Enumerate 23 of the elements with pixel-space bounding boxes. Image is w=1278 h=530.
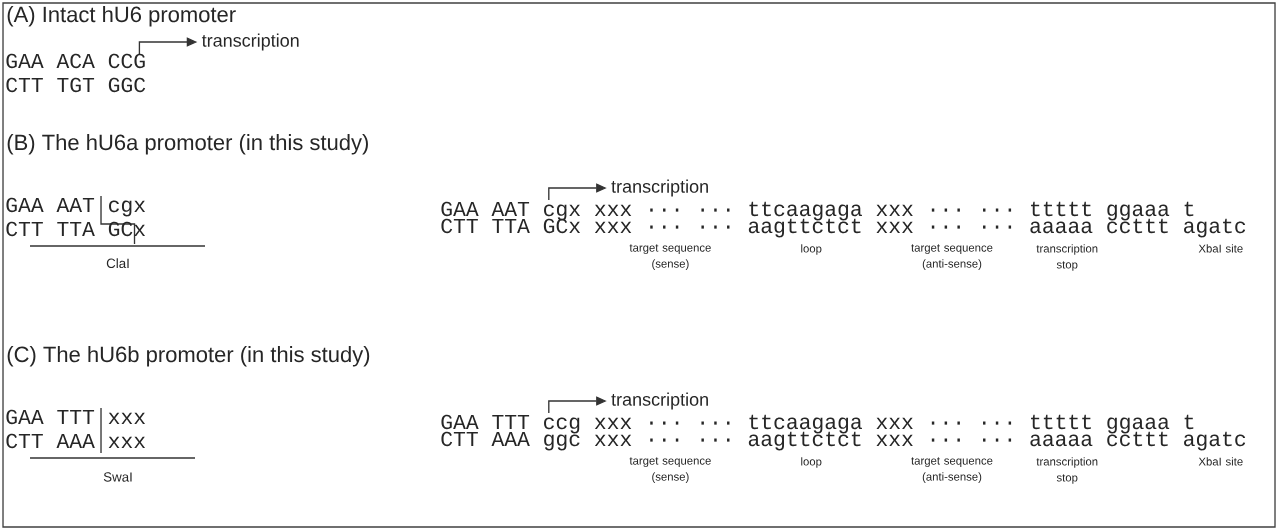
annotation-text: XbaI site: [1198, 244, 1243, 253]
annotation-text: transcription stop: [1036, 457, 1098, 484]
transcription-label: transcription: [611, 179, 708, 197]
transcription-label: transcription: [201, 33, 299, 51]
sequence-text: GAA ACA CCG: [6, 53, 145, 69]
annotation-text: XbaI site: [1198, 457, 1243, 466]
sequence-text: CTT AAA xxx: [6, 433, 146, 449]
enzyme-label: ClaI: [106, 258, 129, 269]
annotation-text: target sequence (sense): [629, 457, 711, 483]
annotation-text: loop: [801, 457, 822, 468]
transcription-label: transcription: [611, 392, 708, 410]
annotation-text: target sequence (anti-sense): [911, 244, 993, 270]
sequence-text: CTT TGT GGC: [6, 77, 146, 93]
panel-heading: (B) The hU6a promoter (in this study): [7, 134, 368, 155]
panel-heading: (A) Intact hU6 promoter: [7, 6, 236, 27]
sequence-text: GAA TTT xxx: [6, 409, 146, 425]
annotation-text: target sequence (sense): [629, 244, 711, 270]
enzyme-label: SwaI: [103, 472, 132, 482]
annotation-text: target sequence (anti-sense): [911, 457, 993, 483]
panel-heading: (C) The hU6b promoter (in this study): [7, 346, 370, 367]
annotation-text: transcription stop: [1036, 244, 1098, 271]
sequence-text: GAA AAT cgx: [6, 197, 146, 217]
annotation-text: loop: [801, 244, 822, 255]
